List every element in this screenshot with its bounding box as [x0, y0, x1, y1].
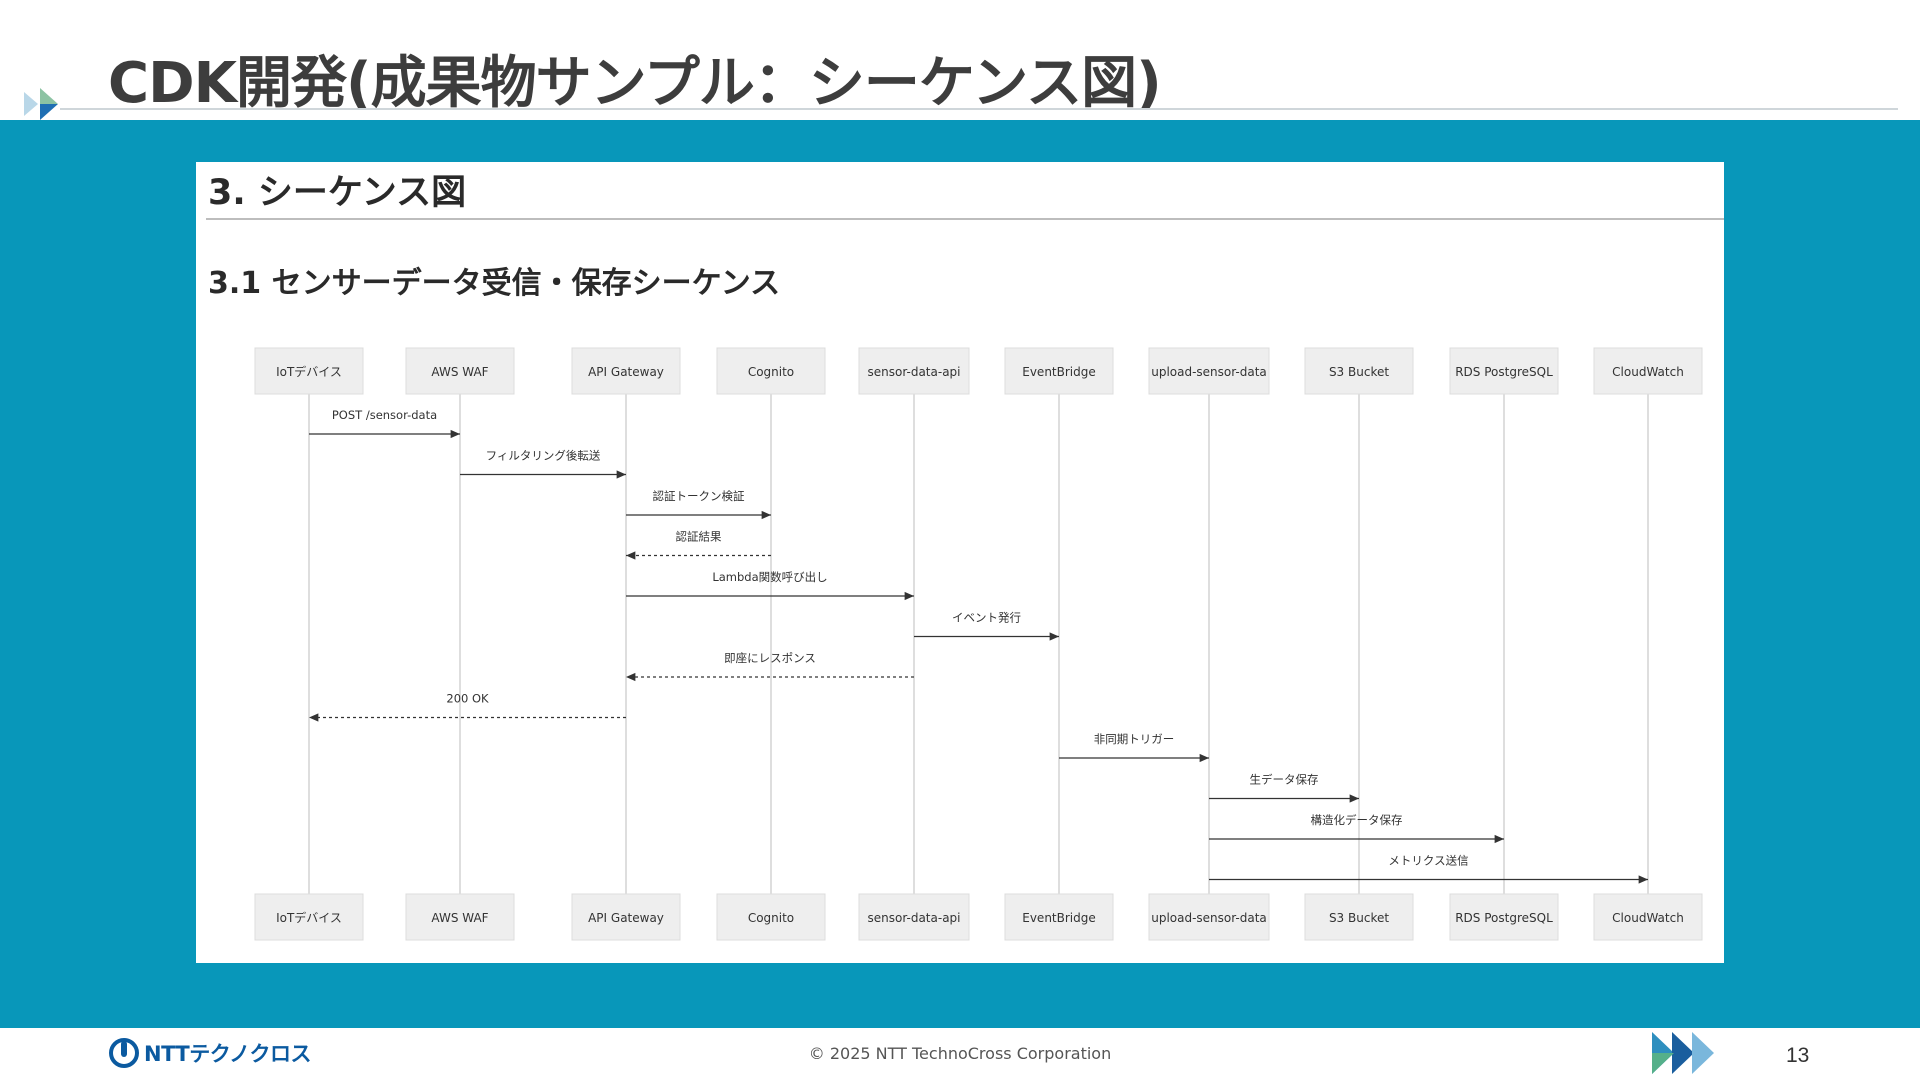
participant-label: IoTデバイス [276, 910, 342, 925]
heading-divider [206, 218, 1724, 220]
message-label: POST /sensor-data [332, 408, 437, 422]
company-logo-text: NTTテクノクロス [144, 1042, 311, 1066]
triangle-logo-icon [24, 88, 58, 120]
participant-box: upload-sensor-data [1148, 893, 1270, 941]
participant-box: Cognito [716, 347, 826, 395]
participant-box: CloudWatch [1593, 893, 1703, 941]
participant-box: EventBridge [1004, 347, 1114, 395]
participant-box: AWS WAF [405, 893, 515, 941]
participant-box: sensor-data-api [858, 893, 970, 941]
company-logo: NTTテクノクロス [108, 1037, 311, 1069]
document-subheading: 3.1 センサーデータ受信・保存シーケンス [208, 266, 781, 301]
message-label: 非同期トリガー [1094, 732, 1175, 746]
participant-box: RDS PostgreSQL [1449, 893, 1559, 941]
participant-label: S3 Bucket [1329, 365, 1389, 379]
participant-box: IoTデバイス [254, 347, 364, 395]
participant-label: EventBridge [1022, 911, 1096, 925]
message-label: Lambda関数呼び出し [712, 570, 827, 584]
participant-label: CloudWatch [1612, 911, 1684, 925]
chevron-arrows-icon [1652, 1032, 1714, 1074]
copyright-text: © 2025 NTT TechnoCross Corporation [808, 1044, 1112, 1063]
participant-label: sensor-data-api [868, 365, 961, 379]
slide-title: CDK開発(成果物サンプル：シーケンス図) [108, 51, 1162, 116]
message-label: 即座にレスポンス [724, 651, 816, 665]
participant-label: upload-sensor-data [1151, 365, 1267, 379]
participant-box: CloudWatch [1593, 347, 1703, 395]
participant-box: API Gateway [571, 347, 681, 395]
participant-label: CloudWatch [1612, 365, 1684, 379]
message-label: イベント発行 [952, 611, 1021, 625]
participant-box: EventBridge [1004, 893, 1114, 941]
participant-label: AWS WAF [431, 911, 488, 925]
participant-label: API Gateway [588, 911, 664, 925]
participant-label: sensor-data-api [868, 911, 961, 925]
participant-label: Cognito [748, 365, 794, 379]
participant-box: IoTデバイス [254, 893, 364, 941]
participant-label: AWS WAF [431, 365, 488, 379]
message-label: 認証トークン検証 [653, 489, 745, 503]
participant-label: RDS PostgreSQL [1455, 911, 1553, 925]
message-label: 構造化データ保存 [1311, 813, 1403, 827]
participant-box: sensor-data-api [858, 347, 970, 395]
participant-box: Cognito [716, 893, 826, 941]
message-label: 認証結果 [676, 530, 722, 544]
participant-label: S3 Bucket [1329, 911, 1389, 925]
participant-box: S3 Bucket [1304, 893, 1414, 941]
participant-label: IoTデバイス [276, 364, 342, 379]
ntt-logo-icon [109, 1038, 139, 1068]
participant-box: S3 Bucket [1304, 347, 1414, 395]
page-number: 13 [1786, 1044, 1810, 1067]
document-screenshot: 3. シーケンス図 3.1 センサーデータ受信・保存シーケンス IoTデバイス A… [196, 162, 1724, 963]
participant-label: upload-sensor-data [1151, 911, 1267, 925]
participant-label: RDS PostgreSQL [1455, 365, 1553, 379]
message-label: メトリクス送信 [1388, 854, 1468, 868]
participant-box: upload-sensor-data [1148, 347, 1270, 395]
participant-label: API Gateway [588, 365, 664, 379]
participant-box: RDS PostgreSQL [1449, 347, 1559, 395]
participant-box: AWS WAF [405, 347, 515, 395]
message-label: 200 OK [446, 692, 489, 706]
message-label: 生データ保存 [1250, 773, 1319, 787]
title-divider [60, 108, 1898, 110]
message-label: フィルタリング後転送 [486, 449, 601, 463]
participant-label: Cognito [748, 911, 794, 925]
participant-label: EventBridge [1022, 365, 1096, 379]
document-heading: 3. シーケンス図 [208, 173, 467, 213]
participant-box: API Gateway [571, 893, 681, 941]
